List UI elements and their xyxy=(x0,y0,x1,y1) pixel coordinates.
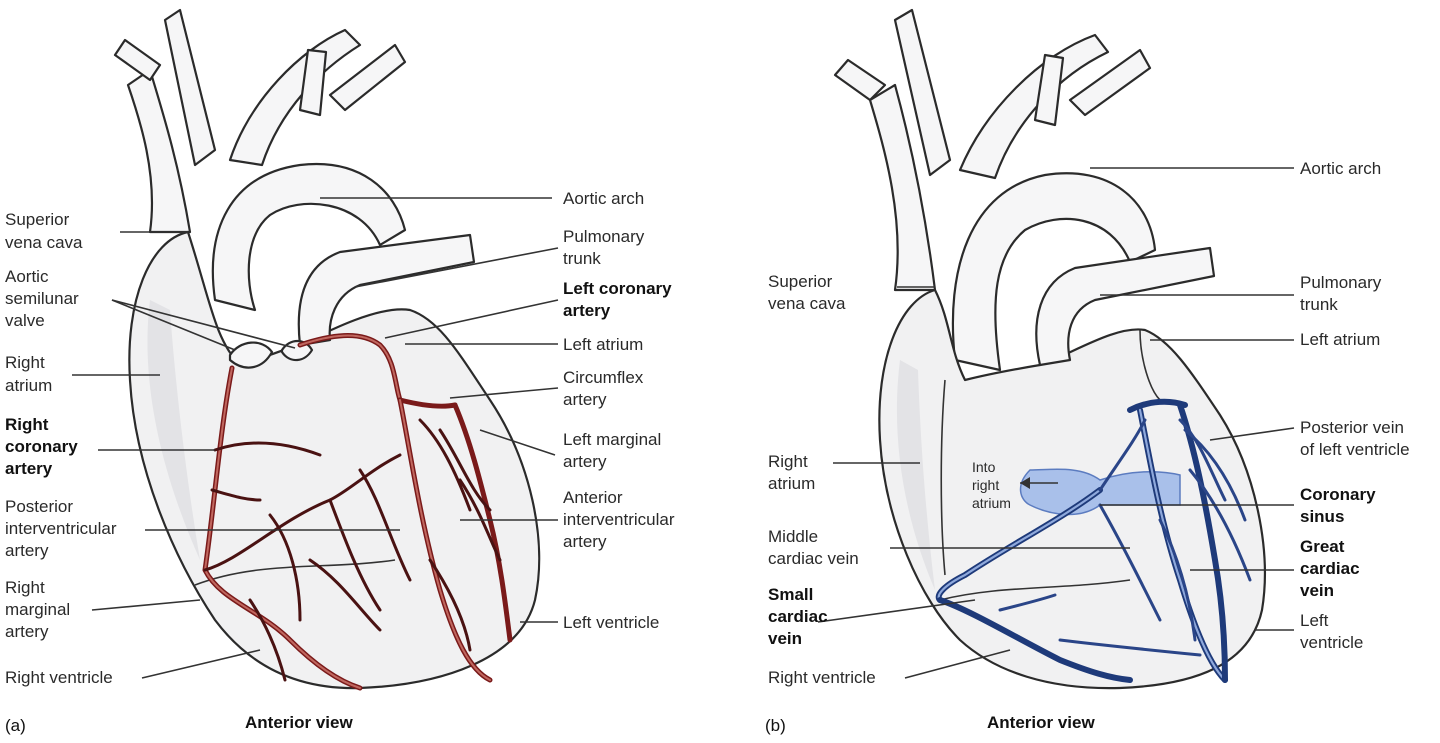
view-caption-b: Anterior view xyxy=(987,713,1095,732)
label-left-atrium-a: Left atrium xyxy=(563,335,643,354)
label-aortic-arch-a: Aortic arch xyxy=(563,189,644,208)
panel-letter-a: (a) xyxy=(5,716,26,735)
label-right-ventricle-b: Right ventricle xyxy=(768,668,876,687)
heart-illustration-b xyxy=(835,10,1265,688)
label-aortic-arch-b: Aortic arch xyxy=(1300,159,1381,178)
view-caption-a: Anterior view xyxy=(245,713,353,732)
heart-illustration-a xyxy=(115,10,539,688)
label-left-ventricle-a: Left ventricle xyxy=(563,613,659,632)
label-left-atrium-b: Left atrium xyxy=(1300,330,1380,349)
label-right-ventricle-a: Right ventricle xyxy=(5,668,113,687)
panel-letter-b: (b) xyxy=(765,716,786,735)
